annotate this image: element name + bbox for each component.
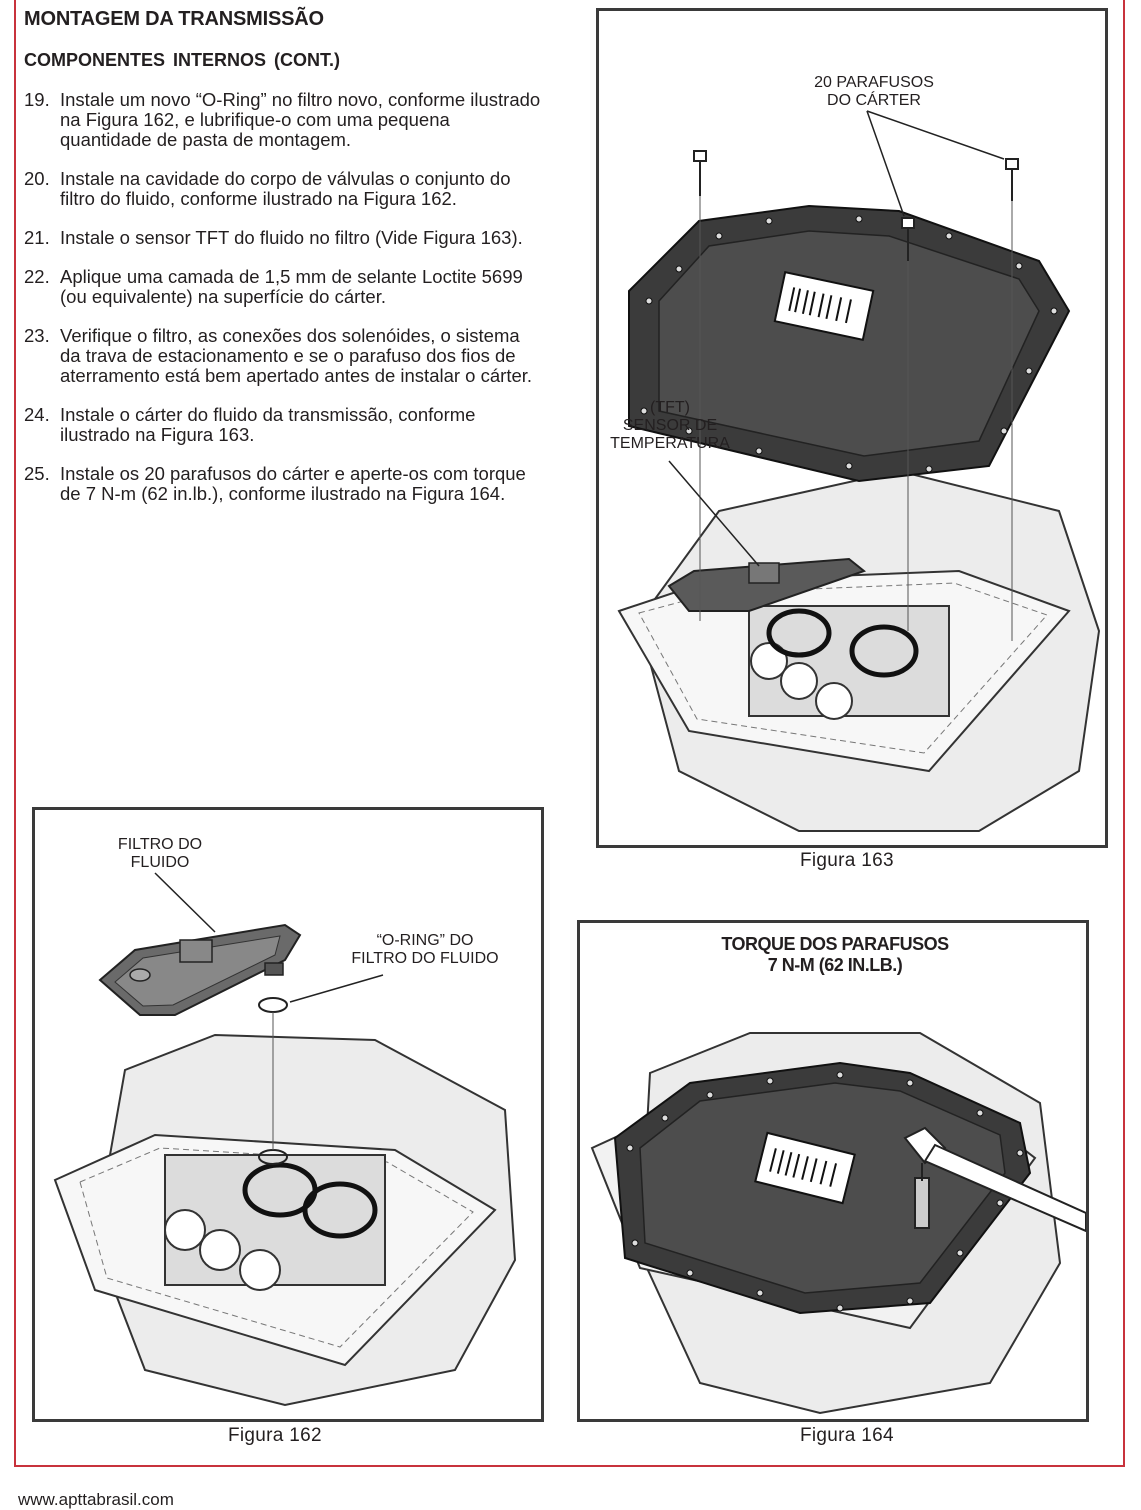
list-item: 19.Instale um novo “O-Ring” no filtro no… — [24, 89, 541, 150]
figure-164-illustration — [590, 1032, 1086, 1415]
page-title: MONTAGEM DA TRANSMISSÃO — [24, 8, 324, 30]
figure-162-caption: Figura 162 — [228, 1425, 322, 1446]
page-frame — [14, 0, 1125, 1467]
instruction-list: 19.Instale um novo “O-Ring” no filtro no… — [24, 90, 544, 523]
figure-164: TORQUE DOS PARAFUSOS 7 N-M (62 IN.LB.) — [577, 920, 1089, 1422]
figure-163-illustration — [617, 110, 1101, 832]
list-item: 22.Aplique uma camada de 1,5 mm de selan… — [24, 266, 523, 307]
figure-162: FILTRO DO FLUIDO “O-RING” DO FILTRO DO F… — [32, 807, 544, 1422]
list-item: 25.Instale os 20 parafusos do cárter e a… — [24, 463, 526, 504]
figure-163: 20 PARAFUSOS DO CÁRTER (TFT) SENSOR DE T… — [596, 8, 1108, 848]
list-item: 21.Instale o sensor TFT do fluido no fil… — [24, 227, 523, 248]
callout-fluid-filter: FILTRO DO FLUIDO — [117, 836, 203, 871]
callout-20-bolts: 20 PARAFUSOS DO CÁRTER — [814, 74, 934, 109]
callout-filter-oring: “O-RING” DO FILTRO DO FLUIDO — [351, 932, 499, 967]
list-item: 24.Instale o cárter do fluido da transmi… — [24, 404, 476, 445]
figure-164-caption: Figura 164 — [800, 1425, 894, 1446]
footer-website: www.apttabrasil.com — [18, 1490, 174, 1509]
page-subtitle: COMPONENTES INTERNOS (CONT.) — [24, 50, 341, 70]
list-item: 20.Instale na cavidade do corpo de válvu… — [24, 168, 511, 209]
callout-bolt-torque: TORQUE DOS PARAFUSOS 7 N-M (62 IN.LB.) — [721, 934, 949, 975]
callout-tft-sensor: (TFT) SENSOR DE TEMPERATURA — [610, 399, 730, 452]
figure-162-illustration — [53, 872, 517, 1407]
figure-163-caption: Figura 163 — [800, 850, 894, 871]
list-item: 23.Verifique o filtro, as conexões dos s… — [24, 325, 533, 386]
